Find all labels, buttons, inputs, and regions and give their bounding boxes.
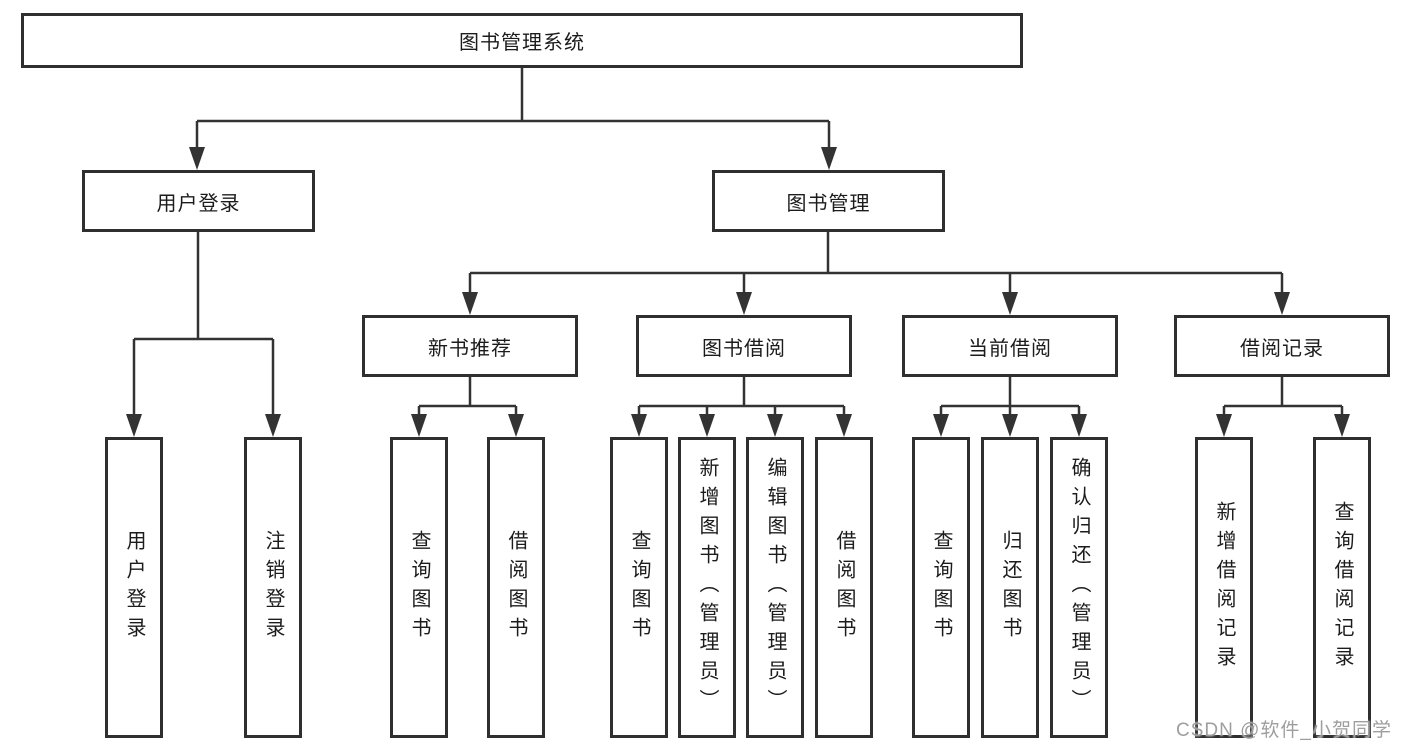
arrow-down-icon — [189, 147, 205, 170]
arrow-down-icon — [836, 414, 852, 437]
connector-user-login-to-leaves — [132, 232, 275, 416]
node-leaf-borrow-books-2: 借阅图书 — [815, 437, 873, 738]
node-book-borrow: 图书借阅 — [636, 315, 852, 377]
node-current-borrow: 当前借阅 — [902, 315, 1118, 377]
arrow-down-icon — [736, 292, 752, 315]
node-leaf-return-books: 归还图书 — [981, 437, 1039, 738]
arrow-down-icon — [411, 414, 427, 437]
arrow-down-icon — [462, 292, 478, 315]
arrow-down-icon — [1002, 292, 1018, 315]
node-leaf-user-login: 用户登录 — [105, 437, 163, 738]
arrow-down-icon — [1216, 414, 1232, 437]
arrow-down-icon — [265, 414, 281, 437]
connector-root-to-level2 — [195, 68, 831, 150]
node-book-management: 图书管理 — [712, 170, 945, 232]
node-leaf-add-borrow-record: 新增借阅记录 — [1195, 437, 1253, 738]
connector-book-mgmt-to-level3 — [468, 232, 1284, 295]
node-leaf-query-borrow-record: 查询借阅记录 — [1313, 437, 1371, 738]
node-new-book-recommend: 新书推荐 — [362, 315, 578, 377]
arrow-down-icon — [767, 414, 783, 437]
arrow-down-icon — [1274, 292, 1290, 315]
node-root-system: 图书管理系统 — [21, 13, 1023, 68]
connector-current-borrow-to-leaves — [939, 377, 1081, 416]
arrow-down-icon — [1071, 414, 1087, 437]
node-leaf-borrow-books-1: 借阅图书 — [487, 437, 545, 738]
node-leaf-edit-books-admin: 编辑图书（管理员） — [746, 437, 804, 738]
arrow-down-icon — [1334, 414, 1350, 437]
arrow-down-icon — [631, 414, 647, 437]
node-leaf-confirm-return-admin: 确认归还（管理员） — [1050, 437, 1108, 738]
csdn-watermark: CSDN @软件_小贺同学 — [1176, 720, 1392, 741]
node-borrow-records: 借阅记录 — [1174, 315, 1390, 377]
arrowheads — [126, 147, 1350, 437]
arrow-down-icon — [508, 414, 524, 437]
arrow-down-icon — [821, 147, 837, 170]
arrow-down-icon — [933, 414, 949, 437]
node-leaf-logout: 注销登录 — [244, 437, 302, 738]
arrow-down-icon — [1002, 414, 1018, 437]
arrow-down-icon — [699, 414, 715, 437]
node-user-login: 用户登录 — [82, 170, 315, 232]
connector-borrow-records-to-leaves — [1222, 377, 1344, 416]
node-leaf-query-books-2: 查询图书 — [610, 437, 668, 738]
node-leaf-query-books-3: 查询图书 — [912, 437, 970, 738]
node-leaf-add-books-admin: 新增图书（管理员） — [678, 437, 736, 738]
connector-book-borrow-to-leaves — [637, 377, 846, 416]
arrow-down-icon — [126, 414, 142, 437]
connector-new-books-to-leaves — [417, 377, 518, 416]
node-leaf-query-books-1: 查询图书 — [390, 437, 448, 738]
